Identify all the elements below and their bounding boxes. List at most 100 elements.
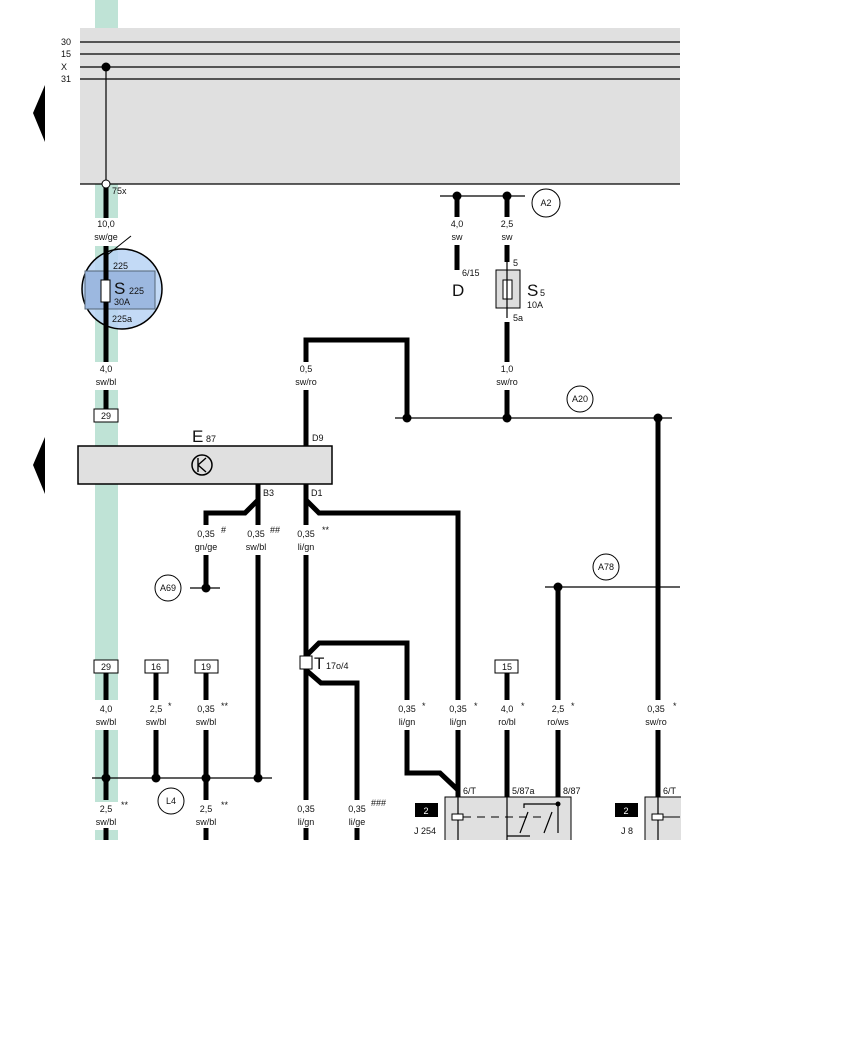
wire-mark: ** bbox=[221, 701, 229, 711]
connector-a78-label: A78 bbox=[598, 562, 614, 572]
fuse-letter: S bbox=[527, 281, 538, 300]
wire-color: li/gn bbox=[298, 542, 315, 552]
wire-size: 0,5 bbox=[300, 364, 313, 374]
wire-size: 2,5 bbox=[501, 219, 514, 229]
wire-color: sw/bl bbox=[196, 717, 217, 727]
connector-l4-label: L4 bbox=[166, 796, 176, 806]
wire-mark: * bbox=[474, 701, 478, 711]
label: 16 bbox=[151, 662, 161, 672]
wire-mark: * bbox=[673, 701, 677, 711]
fuse-number: 225 bbox=[129, 286, 144, 296]
wire-color: li/gn bbox=[298, 817, 315, 827]
wire-mark: ** bbox=[221, 800, 229, 810]
wire-color: ro/ws bbox=[547, 717, 569, 727]
wire-mark: * bbox=[521, 701, 525, 711]
e87-letter: E bbox=[192, 427, 203, 446]
wire-color: li/gn bbox=[450, 717, 467, 727]
t17-number: 17o/4 bbox=[326, 661, 349, 671]
t17-letter: T bbox=[314, 654, 324, 673]
fuse-pin-in: 225 bbox=[113, 261, 128, 271]
wire-color: sw/ro bbox=[645, 717, 667, 727]
terminal-75x-label: 75x bbox=[112, 186, 127, 196]
wire-mark: ## bbox=[270, 525, 280, 535]
fuse-letter: S bbox=[114, 279, 125, 298]
wire-size: 0,35 bbox=[247, 529, 265, 539]
connector-a69-label: A69 bbox=[160, 583, 176, 593]
prev-page-arrow-icon[interactable] bbox=[33, 85, 45, 142]
fuse-pin-in: 5 bbox=[513, 258, 518, 268]
wire-size: 10,0 bbox=[97, 219, 115, 229]
prev-page-arrow-icon-2[interactable] bbox=[33, 437, 45, 494]
wire-size: 0,35 bbox=[197, 704, 215, 714]
fuse-s225[interactable]: 225 S 225 30A 225a bbox=[81, 235, 163, 330]
wire-size: 0,35 bbox=[197, 529, 215, 539]
wire-color: sw/bl bbox=[146, 717, 167, 727]
d-pin: 6/15 bbox=[462, 268, 480, 278]
wire-size: 0,35 bbox=[449, 704, 467, 714]
e87-number: 87 bbox=[206, 434, 216, 444]
relay-j8[interactable] bbox=[644, 796, 686, 848]
bus-node bbox=[101, 62, 111, 72]
wire-color: sw/bl bbox=[246, 542, 267, 552]
bus-panel bbox=[80, 28, 680, 184]
connector-l4 bbox=[157, 787, 185, 815]
wire-color: li/gn bbox=[399, 717, 416, 727]
relay1-badge bbox=[415, 803, 438, 817]
wire-size: 2,5 bbox=[100, 804, 113, 814]
fuse-s5[interactable]: 5 S 5 10A 5a bbox=[495, 258, 545, 323]
wire-color: sw bbox=[452, 232, 464, 242]
bus-label-15: 15 bbox=[61, 49, 71, 59]
relay2-label: J 8 bbox=[621, 826, 633, 836]
pin-d1: D1 bbox=[311, 488, 323, 498]
wire-mark: ### bbox=[371, 798, 386, 808]
bus-label-30: 30 bbox=[61, 37, 71, 47]
bus-label-31: 31 bbox=[61, 74, 71, 84]
e87-control-unit[interactable] bbox=[77, 445, 333, 485]
connector-a2-label: A2 bbox=[540, 198, 551, 208]
fuse-rating: 10A bbox=[527, 300, 543, 310]
connector-t17-icon bbox=[299, 655, 313, 670]
relay2-badge bbox=[615, 803, 638, 817]
connector-a78 bbox=[592, 553, 620, 581]
wire-size: 0,35 bbox=[297, 804, 315, 814]
wire-color: sw/bl bbox=[96, 717, 117, 727]
wire-size: 4,0 bbox=[451, 219, 464, 229]
label: 2 bbox=[623, 806, 628, 816]
ref-box-label: 29 bbox=[101, 411, 111, 421]
connector-a20 bbox=[566, 385, 594, 413]
wire-color: sw/bl bbox=[96, 377, 117, 387]
wire-size: 0,35 bbox=[398, 704, 416, 714]
wire-size: 0,35 bbox=[647, 704, 665, 714]
label: 19 bbox=[201, 662, 211, 672]
relay1-label: J 254 bbox=[414, 826, 436, 836]
wire-mark: * bbox=[422, 701, 426, 711]
wire-size: 4,0 bbox=[100, 704, 113, 714]
pin-b3: B3 bbox=[263, 488, 274, 498]
relay1-pin: 6/T bbox=[463, 786, 477, 796]
wire-mark: ** bbox=[121, 800, 129, 810]
wire-mark: # bbox=[221, 525, 226, 535]
wire-mark: * bbox=[168, 701, 172, 711]
bus-label-x: X bbox=[61, 62, 67, 72]
label: 2 bbox=[423, 806, 428, 816]
wire-mark: * bbox=[571, 701, 575, 711]
wire-color: sw/bl bbox=[196, 817, 217, 827]
relay2-pin: 6/T bbox=[663, 786, 677, 796]
wire-size: 1,0 bbox=[501, 364, 514, 374]
terminal-75x bbox=[101, 179, 111, 189]
wire-size: 4,0 bbox=[501, 704, 514, 714]
relay-j254[interactable] bbox=[444, 796, 572, 848]
bus-lines bbox=[80, 41, 680, 185]
component-d: D bbox=[452, 281, 464, 300]
wire-color: sw/bl bbox=[96, 817, 117, 827]
pin-d9: D9 bbox=[312, 433, 324, 443]
relay1-pin: 5/87a bbox=[512, 786, 535, 796]
fuse-pin-out: 5a bbox=[513, 313, 523, 323]
wire-size: 2,5 bbox=[200, 804, 213, 814]
transistor-icon bbox=[191, 454, 213, 476]
ref-box[interactable] bbox=[93, 408, 119, 423]
wire-size: 2,5 bbox=[150, 704, 163, 714]
label: 29 bbox=[101, 662, 111, 672]
wire-size: 0,35 bbox=[297, 529, 315, 539]
